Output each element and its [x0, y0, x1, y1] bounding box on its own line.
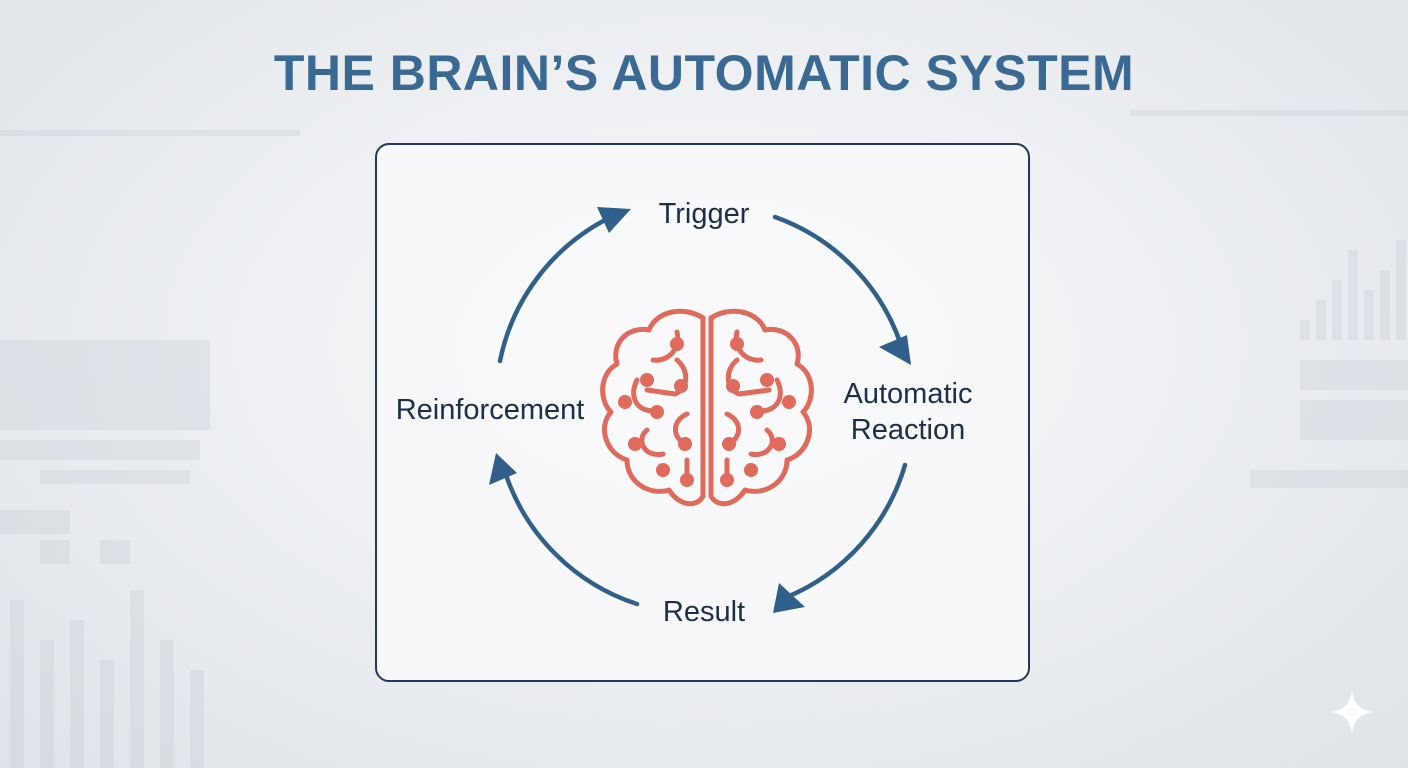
arrowhead-reaction	[879, 335, 911, 365]
brain-circuit-icon	[600, 308, 814, 507]
node-reinforcement: Reinforcement	[395, 394, 585, 426]
sparkle-icon	[1330, 690, 1374, 734]
arrowhead-trigger	[597, 207, 631, 233]
node-result: Result	[662, 596, 746, 628]
arrow-reinforcement-to-trigger	[497, 216, 610, 364]
arrow-reaction-to-result	[784, 462, 908, 600]
arrow-result-to-reinforcement	[503, 472, 640, 607]
cycle-diagram	[489, 207, 911, 613]
node-trigger: Trigger	[658, 198, 750, 230]
node-automatic-reaction: Automatic Reaction	[843, 378, 973, 446]
page-title: THE BRAIN’S AUTOMATIC SYSTEM	[273, 45, 1135, 101]
arrowhead-result	[773, 583, 805, 613]
arrowhead-reinforcement	[489, 453, 517, 485]
arrow-trigger-to-reaction	[772, 214, 904, 348]
